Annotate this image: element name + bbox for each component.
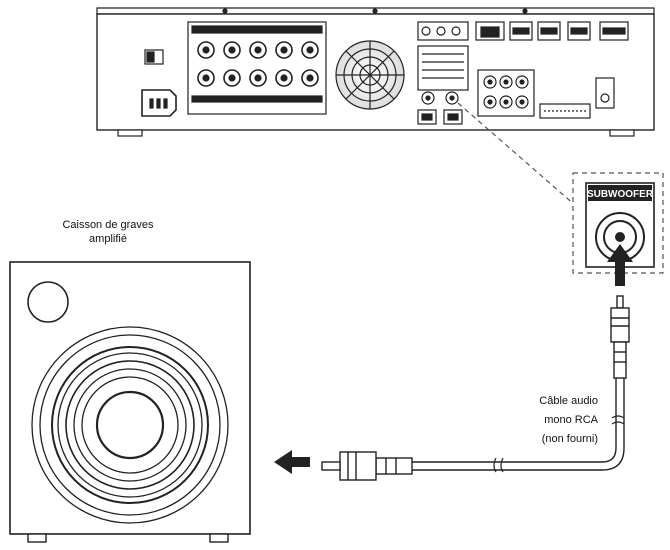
subwoofer-cabinet (9, 261, 251, 543)
fan-grille (335, 40, 405, 110)
receiver-rear-panel (96, 7, 655, 137)
power-switch (144, 49, 164, 65)
subwoofer-label: Caisson de graves amplifié (62, 219, 154, 245)
jack-label: SUBWOOFER (587, 189, 654, 200)
insert-arrow-icon (607, 244, 633, 286)
speaker-terminals (187, 21, 327, 115)
jack-label-plate (588, 185, 652, 201)
cable-label: Câble audio mono RCA (non fourni) (539, 395, 598, 445)
zoom-leader-line (457, 102, 593, 221)
woofer-driver (31, 326, 229, 524)
rca-cable (321, 295, 630, 481)
ac-inlet (141, 89, 177, 117)
bass-port (27, 281, 69, 323)
connect-arrow-icon (274, 450, 310, 474)
io-ports (417, 21, 629, 125)
